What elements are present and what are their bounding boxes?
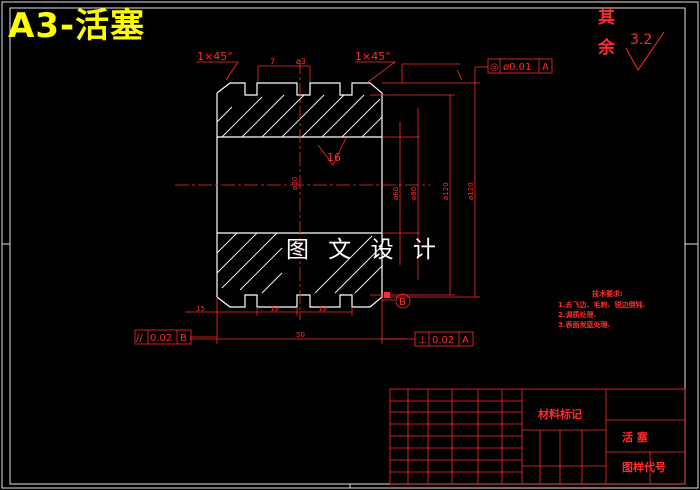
tech-req-item-3: 3.表面发蓝处理. (558, 320, 610, 329)
chamfer-right-label: 1×45° (355, 50, 391, 63)
gdt-frame-top: ◎ ø0.01 A (487, 58, 553, 74)
dim-center-dia: ø30 (291, 177, 299, 190)
material-mark: 材料标记 (538, 407, 582, 421)
technical-requirements: 技术要求: 1.去飞边、毛刺、锐边倒钝. 2.调质处理. 3.表面发蓝处理. (558, 289, 645, 329)
dim-right-mid: ø80 (410, 187, 418, 200)
hatch-upper (216, 94, 383, 138)
tech-req-item-2: 2.调质处理. (558, 310, 596, 319)
hatch-lower (216, 232, 383, 294)
gdt-frame-right: ⊥ 0.02 A (414, 331, 474, 347)
datum-b-marker: B (384, 292, 411, 309)
dim-right-large-b: ø120 (467, 182, 475, 200)
gdt-top-tolerance: ø0.01 (503, 62, 531, 73)
dimensions (185, 61, 488, 344)
watermark: 图 文 设 计 (286, 237, 442, 263)
centerlines (175, 60, 430, 320)
dim-7: 7 (270, 57, 275, 66)
roughness-note: 其 余 3.2 (597, 7, 665, 71)
gdt-left-symbol: // (136, 333, 143, 344)
tech-req-heading: 技术要求: (592, 289, 623, 298)
roughness-value: 3.2 (630, 32, 652, 48)
roughness-label-top: 其 (598, 7, 615, 28)
dimension-text: 1×45° 1×45° 7 ø3 16 15 13 13 50 ø30 ø60 … (196, 50, 475, 339)
datum-b-label: B (399, 297, 406, 308)
dim-right-small: ø60 (392, 187, 400, 200)
gdt-top-symbol: ◎ (490, 62, 499, 73)
drawing-title: A3-活塞 (8, 6, 146, 46)
gdt-right-datum: A (462, 335, 469, 346)
dim-bottom-13a: 13 (270, 305, 279, 313)
title-block-text: 材料标记 活 塞 图样代号 (538, 407, 666, 474)
gdt-frame-left: // 0.02 B (134, 329, 192, 345)
tech-req-item-1: 1.去飞边、毛刺、锐边倒钝. (558, 300, 645, 309)
gdt-top-datum: A (542, 62, 549, 73)
dim-bottom-15: 15 (196, 305, 205, 313)
dim-right-large-a: ø120 (442, 182, 450, 200)
title-block (389, 388, 686, 485)
gdt-right-tolerance: 0.02 (432, 335, 454, 346)
gdt-right-symbol: ⊥ (418, 335, 427, 346)
roughness-label-bottom: 余 (597, 37, 616, 58)
dim-overall-50: 50 (296, 331, 305, 339)
drawing-frame (9, 7, 686, 485)
chamfer-left-label: 1×45° (197, 50, 233, 63)
drawing-code: 图样代号 (622, 460, 666, 474)
part-name: 活 塞 (622, 430, 649, 444)
piston-section (216, 82, 383, 308)
surface-finish-16: 16 (327, 151, 341, 164)
dim-phi3: ø3 (296, 57, 306, 66)
gdt-left-tolerance: 0.02 (150, 333, 172, 344)
dim-bottom-13b: 13 (318, 305, 327, 313)
gdt-left-datum: B (180, 333, 187, 344)
